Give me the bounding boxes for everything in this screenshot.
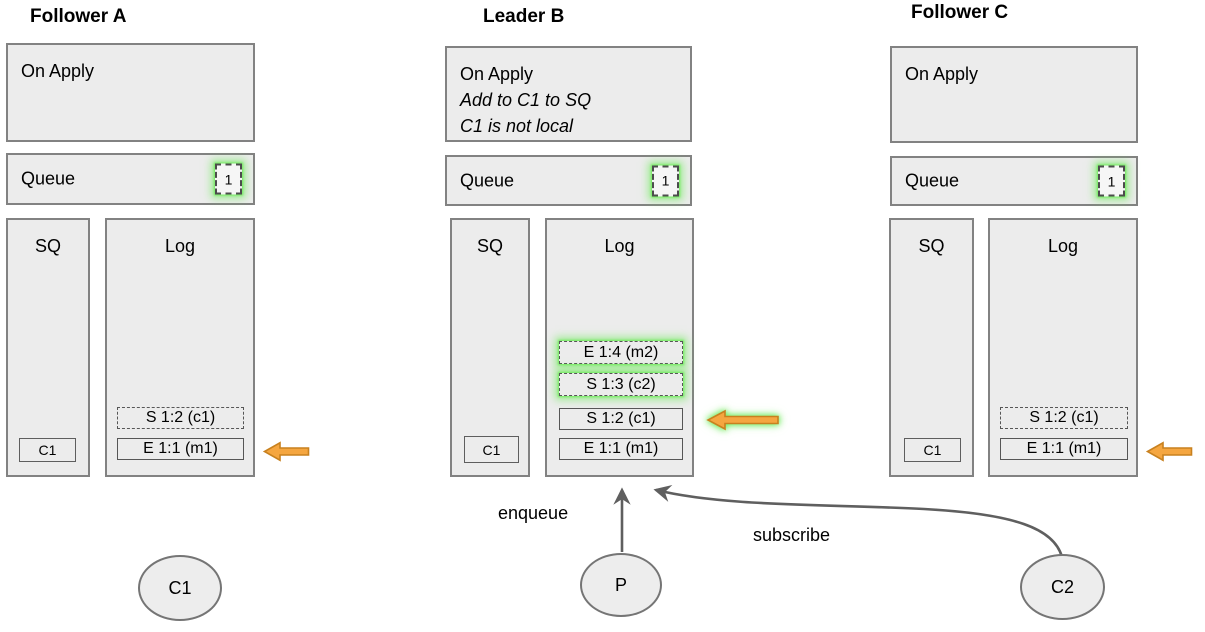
on-apply-line: Add to C1 to SQ xyxy=(460,90,592,110)
sq-box: SQ C1 xyxy=(450,218,530,477)
log-box: Log S 1:2 (c1) E 1:1 (m1) xyxy=(988,218,1138,477)
enqueue-label: enqueue xyxy=(498,503,569,523)
sq-item-c1: C1 xyxy=(464,436,519,463)
on-apply-line: On Apply xyxy=(21,61,95,81)
on-apply-line: On Apply xyxy=(905,64,979,84)
sq-label: SQ xyxy=(476,236,503,256)
queue-box: Queue 1 xyxy=(890,156,1138,206)
sq-box: SQ C1 xyxy=(6,218,90,477)
queue-count-badge: 1 xyxy=(652,165,679,196)
queue-box: Queue 1 xyxy=(6,153,255,205)
log-entry: S 1:2 (c1) xyxy=(1000,407,1128,429)
log-box: Log S 1:2 (c1) E 1:1 (m1) xyxy=(105,218,255,477)
node-title-follower-c: Follower C xyxy=(911,2,1009,23)
queue-label: Queue xyxy=(905,170,960,191)
sq-label: SQ xyxy=(918,236,945,256)
on-apply-box: On Apply xyxy=(890,46,1138,143)
client-c2-node: C2 xyxy=(1020,554,1105,620)
log-label: Log xyxy=(1047,236,1079,256)
log-label: Log xyxy=(164,236,196,256)
log-entry: S 1:2 (c1) xyxy=(559,408,683,430)
log-entry: E 1:4 (m2) xyxy=(559,341,683,364)
producer-p-node: P xyxy=(580,553,662,617)
log-entry: E 1:1 (m1) xyxy=(117,438,244,460)
node-title-leader-b: Leader B xyxy=(483,6,565,27)
queue-box: Queue 1 xyxy=(445,155,692,206)
queue-label: Queue xyxy=(21,168,76,189)
subscribe-arrow xyxy=(653,485,1064,558)
log-entry: S 1:2 (c1) xyxy=(117,407,244,429)
on-apply-line: On Apply xyxy=(460,64,534,84)
log-box: Log E 1:4 (m2) S 1:3 (c2) S 1:2 (c1) E 1… xyxy=(545,218,694,477)
orange-arrow-left-icon xyxy=(705,409,780,431)
orange-arrow-left-icon xyxy=(262,441,310,462)
subscribe-label: subscribe xyxy=(753,525,831,545)
log-entry: E 1:1 (m1) xyxy=(1000,438,1128,460)
queue-count-badge: 1 xyxy=(215,163,242,195)
on-apply-box: On Apply xyxy=(6,43,255,142)
log-entry: E 1:1 (m1) xyxy=(559,438,683,460)
sq-box: SQ C1 xyxy=(889,218,974,477)
queue-label: Queue xyxy=(460,170,515,190)
sq-label: SQ xyxy=(34,236,61,256)
log-label: Log xyxy=(604,236,635,256)
client-c1-node: C1 xyxy=(138,555,222,621)
on-apply-line: C1 is not local xyxy=(460,116,574,136)
queue-count-badge: 1 xyxy=(1098,165,1125,197)
on-apply-box: On Apply Add to C1 to SQ C1 is not local xyxy=(445,46,692,142)
log-entry: S 1:3 (c2) xyxy=(559,373,683,396)
sq-item-c1: C1 xyxy=(904,438,961,462)
node-title-follower-a: Follower A xyxy=(30,6,127,27)
sq-item-c1: C1 xyxy=(19,438,76,462)
orange-arrow-left-icon xyxy=(1145,441,1193,462)
